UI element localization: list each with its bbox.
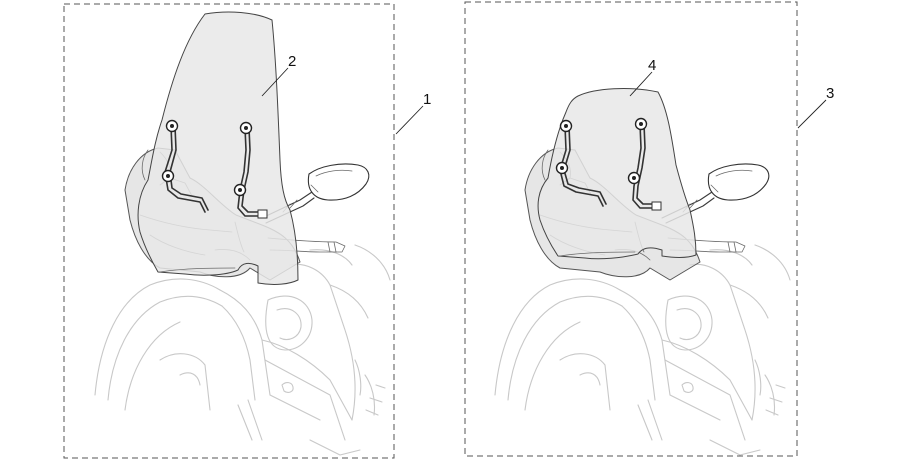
- callout-kit-high: 1: [423, 91, 431, 108]
- leader-line-screen-high: [261, 67, 289, 97]
- windscreen-low: [537, 88, 697, 260]
- mounting-brackets-right: [555, 117, 662, 211]
- callout-screen-high: 2: [288, 53, 296, 70]
- leader-line-kit-high: [395, 105, 424, 135]
- scooter-body-outline-left: [94, 244, 391, 456]
- windscreen-high: [137, 11, 299, 285]
- leader-line-kit-low: [797, 99, 827, 129]
- kit-high-panel: 2 1: [63, 3, 431, 459]
- kit-low-panel: 4 3: [464, 1, 834, 457]
- leader-line-screen-low: [629, 71, 653, 97]
- mounting-brackets-left: [161, 119, 268, 219]
- kit-high-frame: [63, 3, 395, 459]
- kit-low-frame: [464, 1, 798, 457]
- callout-screen-low: 4: [648, 57, 656, 74]
- callout-kit-low: 3: [826, 85, 834, 102]
- scooter-body-outline-right: [494, 244, 791, 456]
